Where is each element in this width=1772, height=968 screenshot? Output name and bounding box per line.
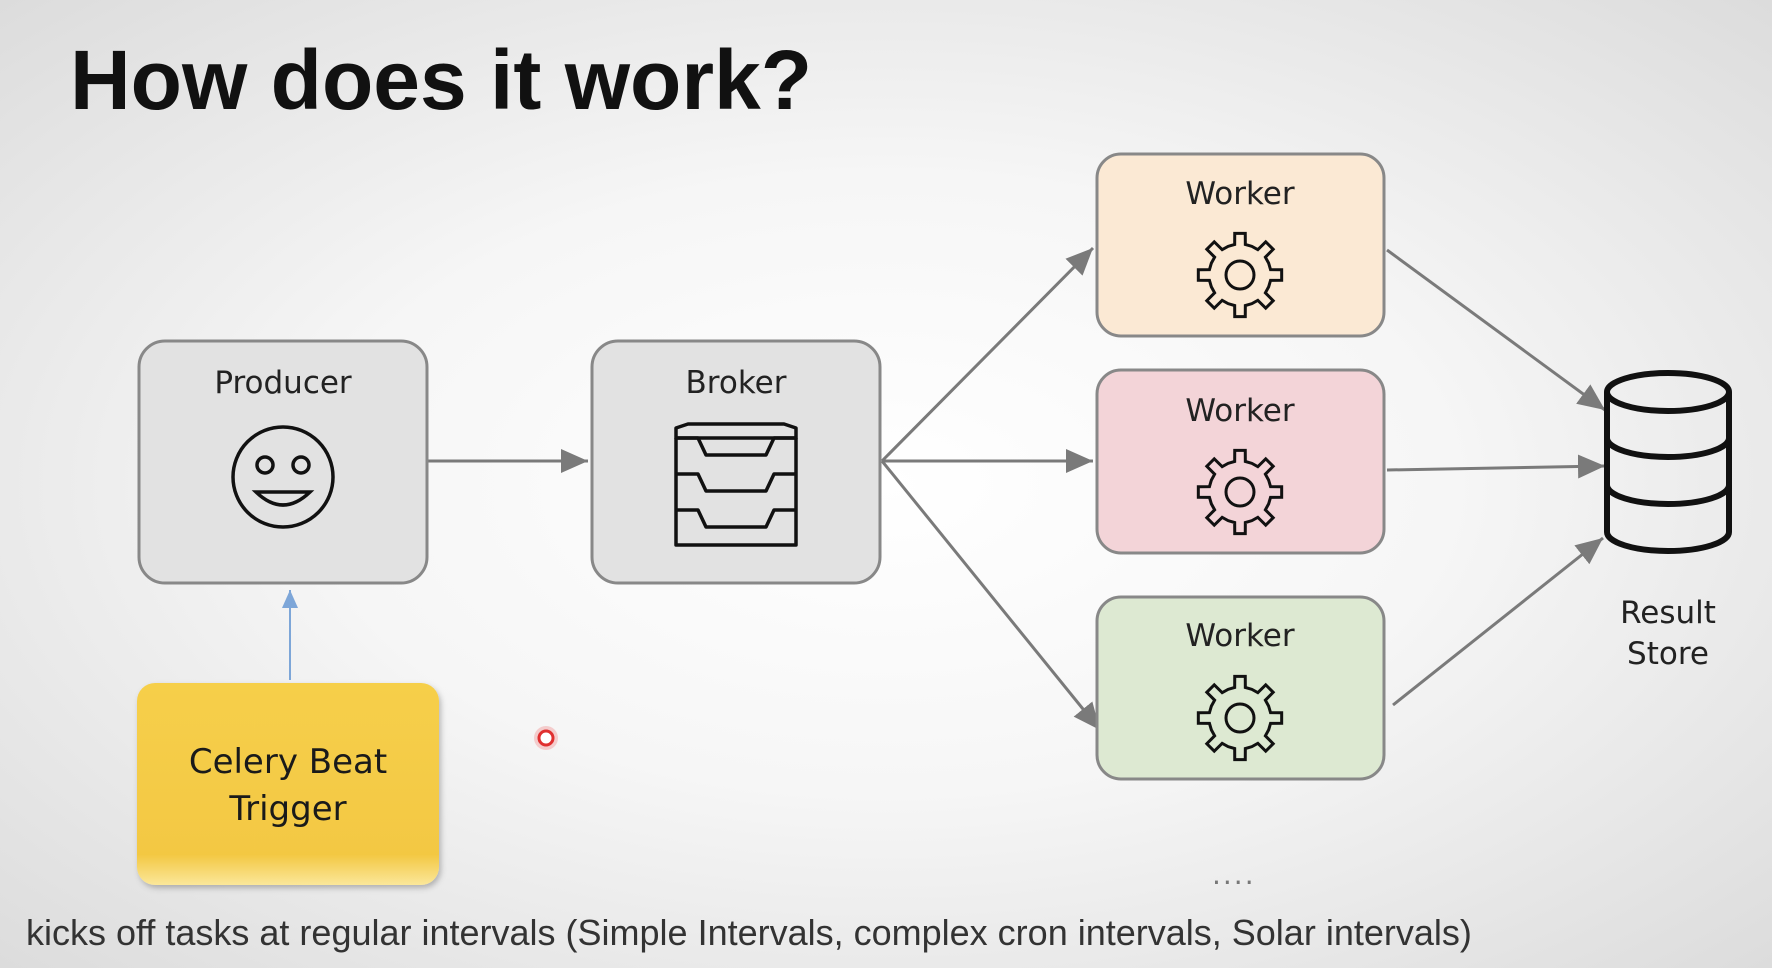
- broker-node: Broker: [590, 339, 882, 585]
- arrow-broker-to-worker-3: [880, 460, 1102, 731]
- arrow-worker-1-to-store: [1386, 248, 1606, 412]
- slide-caption: kicks off tasks at regular intervals (Si…: [26, 912, 1472, 953]
- result-store-label-line1: Result: [1620, 595, 1716, 631]
- inbox-tray-icon: [674, 422, 798, 547]
- celery-beat-label-line1: Celery Beat: [189, 742, 387, 782]
- worker-node-3: Worker: [1095, 595, 1386, 781]
- worker-node-1: Worker: [1095, 152, 1386, 338]
- smiley-face-icon: [231, 425, 335, 529]
- result-store-label-line2: Store: [1627, 636, 1709, 672]
- flow-arrows: [282, 246, 1606, 731]
- producer-label: Producer: [214, 365, 352, 401]
- more-workers-ellipsis: ....: [1212, 858, 1256, 891]
- worker-label: Worker: [1185, 176, 1294, 212]
- worker-node-2: Worker: [1095, 368, 1386, 555]
- celery-beat-node: Celery Beat Trigger: [137, 683, 439, 885]
- producer-node: Producer: [137, 339, 429, 585]
- gear-icon: [1196, 448, 1284, 536]
- gear-icon: [1196, 231, 1284, 319]
- gear-icon: [1196, 674, 1284, 762]
- arrow-broker-to-worker-1: [880, 246, 1095, 463]
- celery-beat-label-line2: Trigger: [228, 789, 346, 829]
- slide-title: How does it work?: [70, 33, 813, 127]
- result-store-node: Result Store: [1604, 370, 1732, 672]
- arrow-worker-3-to-store: [1392, 536, 1604, 707]
- worker-label: Worker: [1185, 393, 1294, 429]
- arrow-worker-2-to-store: [1386, 454, 1606, 479]
- broker-label: Broker: [686, 365, 787, 401]
- worker-label: Worker: [1185, 618, 1294, 654]
- cursor-indicator: [534, 726, 558, 750]
- database-icon: [1604, 370, 1732, 554]
